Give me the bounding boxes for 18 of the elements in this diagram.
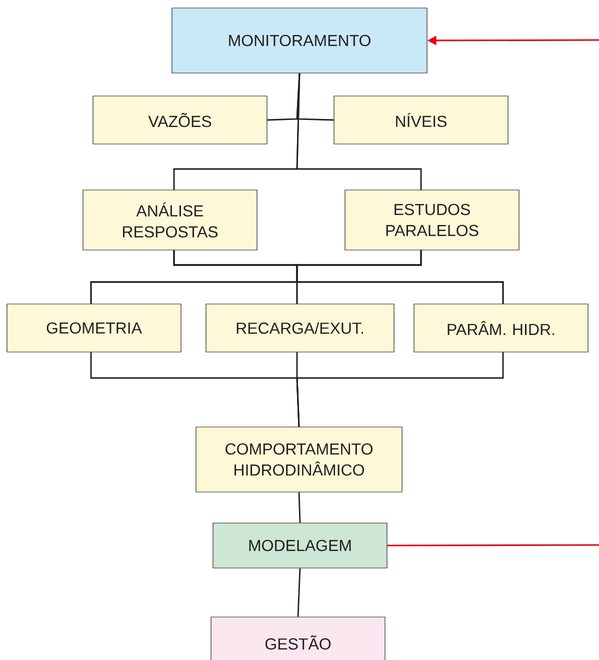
process-box: MODELAGEM — [212, 522, 388, 568]
connector-line — [298, 492, 301, 523]
process-box: COMPORTAMENTO HIDRODINÂMICO — [196, 426, 402, 492]
process-box: ANÁLISE RESPOSTAS — [82, 190, 258, 250]
process-box: NÍVEIS — [334, 96, 508, 144]
process-box: PARÂM. HIDR. — [414, 304, 588, 352]
process-box: VAZÕES — [92, 96, 268, 144]
process-box: GEOMETRIA — [6, 304, 182, 352]
process-box: RECARGA/EXUT. — [206, 304, 394, 352]
connector-line — [296, 73, 422, 190]
connector-line — [297, 568, 301, 617]
connector-line — [296, 73, 334, 121]
connector-line — [296, 352, 504, 427]
process-box: ESTUDOS PARALELOS — [344, 190, 520, 250]
process-box: MONITORAMENTO — [172, 8, 428, 74]
process-box: GESTÃO — [210, 616, 386, 660]
connector-line — [387, 544, 599, 546]
connector-line — [296, 250, 504, 304]
